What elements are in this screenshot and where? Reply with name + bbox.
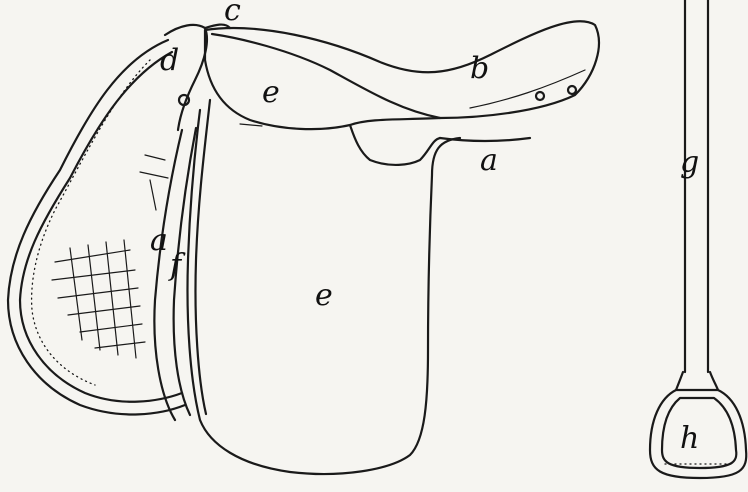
label-e-seat: e — [262, 75, 280, 110]
label-h: h — [680, 421, 699, 456]
label-b: b — [470, 51, 489, 86]
label-a-panel: a — [150, 223, 168, 258]
stirrup-leather — [676, 0, 718, 390]
saddle-flap — [188, 100, 531, 474]
label-c: c — [224, 0, 241, 28]
label-d: d — [160, 43, 179, 78]
label-g: g — [680, 145, 699, 180]
label-f: f — [168, 248, 186, 283]
label-e-flap: e — [315, 278, 333, 313]
label-a-skirt: a — [480, 143, 498, 178]
